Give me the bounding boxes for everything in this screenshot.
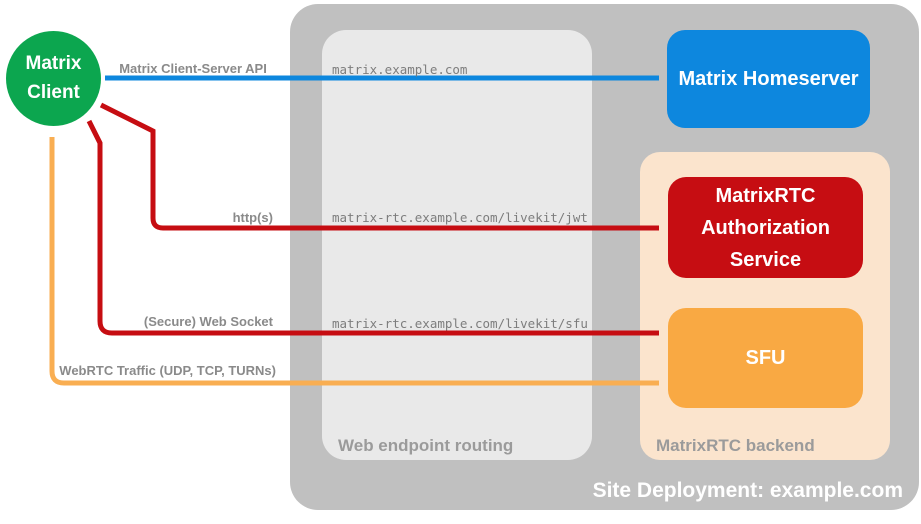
web-endpoint-routing-group bbox=[322, 30, 592, 460]
matrix-client-node: Matrix Client bbox=[6, 31, 101, 126]
matrixrtc-backend-label: MatrixRTC backend bbox=[656, 436, 815, 455]
matrixrtc-authorization-service-label: MatrixRTC Authorization Service bbox=[701, 184, 830, 271]
livekit-sfu-endpoint-url: matrix-rtc.example.com/livekit/sfu bbox=[332, 316, 588, 331]
matrix-homeserver-label: Matrix Homeserver bbox=[678, 67, 859, 90]
webrtc-traffic-edge-label: WebRTC Traffic (UDP, TCP, TURNs) bbox=[59, 363, 276, 378]
web-socket-edge-label: (Secure) Web Socket bbox=[143, 314, 273, 329]
matrixrtc-authorization-service-node: MatrixRTC Authorization Service bbox=[668, 177, 863, 278]
matrix-endpoint-url: matrix.example.com bbox=[332, 62, 468, 77]
sfu-node: SFU bbox=[668, 308, 863, 408]
https-edge-label: http(s) bbox=[232, 210, 273, 225]
client-server-api-edge-label: Matrix Client-Server API bbox=[119, 61, 267, 76]
site-deployment-label: Site Deployment: example.com bbox=[592, 479, 903, 502]
livekit-jwt-endpoint-url: matrix-rtc.example.com/livekit/jwt bbox=[332, 210, 588, 225]
matrix-client-label: Matrix Client bbox=[25, 53, 82, 103]
web-endpoint-routing-label: Web endpoint routing bbox=[338, 436, 514, 455]
matrix-homeserver-node: Matrix Homeserver bbox=[667, 30, 870, 128]
sfu-label: SFU bbox=[745, 346, 786, 369]
